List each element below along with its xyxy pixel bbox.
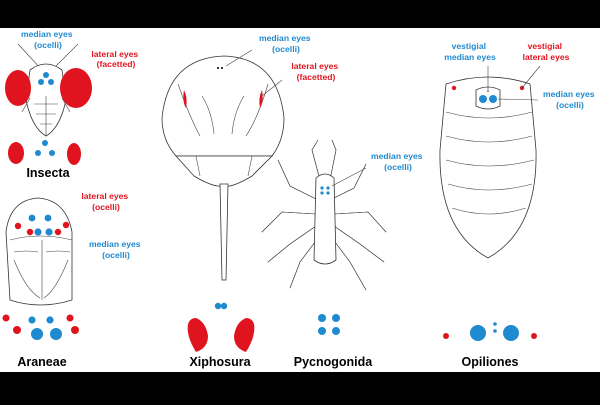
insecta-median-eye — [43, 72, 49, 78]
opiliones-eye-schematic — [443, 322, 537, 341]
araneae-lateral-label: lateral eyes (ocelli) — [81, 191, 130, 212]
pycnogonida-eye-schematic — [318, 314, 340, 335]
xiphosura-median-label: median eyes (ocelli) — [259, 33, 313, 54]
insecta-head-drawing — [5, 43, 92, 137]
araneae-eye-schematic — [2, 314, 79, 340]
taxon-insecta: Insecta — [26, 166, 70, 180]
taxon-xiphosura: Xiphosura — [189, 355, 251, 369]
opiliones-drawing — [439, 76, 537, 259]
insecta-median-label: median eyes (ocelli) — [21, 29, 75, 50]
xiphosura-label-leaders — [225, 49, 283, 97]
pycnogonida-drawing — [261, 139, 387, 291]
araneae-median-label: median eyes (ocelli) — [89, 239, 143, 260]
insecta-median-eye — [48, 79, 54, 85]
opiliones-vestigial-median-label: vestigial median eyes — [444, 41, 496, 62]
insecta-lateral-eye-right — [60, 68, 92, 108]
insecta-eye-schematic — [8, 140, 81, 165]
insecta-median-eye — [38, 79, 44, 85]
opiliones-label-leaders — [487, 65, 541, 101]
insecta-lateral-eye-left — [5, 70, 31, 106]
xiphosura-eye-schematic — [187, 302, 255, 352]
pycnogonida-median-label: median eyes (ocelli) — [371, 151, 425, 172]
araneae-head-drawing — [5, 197, 73, 306]
taxon-opiliones: Opiliones — [462, 355, 519, 369]
opiliones-vestigial-lateral-label: vestigial lateral eyes — [523, 41, 570, 62]
taxon-araneae: Araneae — [17, 355, 66, 369]
xiphosura-lateral-label: lateral eyes (facetted) — [291, 61, 340, 82]
pycnogonida-label-leader — [331, 167, 367, 187]
xiphosura-drawing — [161, 55, 285, 281]
opiliones-median-label: median eyes (ocelli) — [543, 89, 597, 110]
insecta-lateral-label: lateral eyes (facetted) — [91, 49, 140, 69]
taxon-pycnogonida: Pycnogonida — [294, 355, 374, 369]
